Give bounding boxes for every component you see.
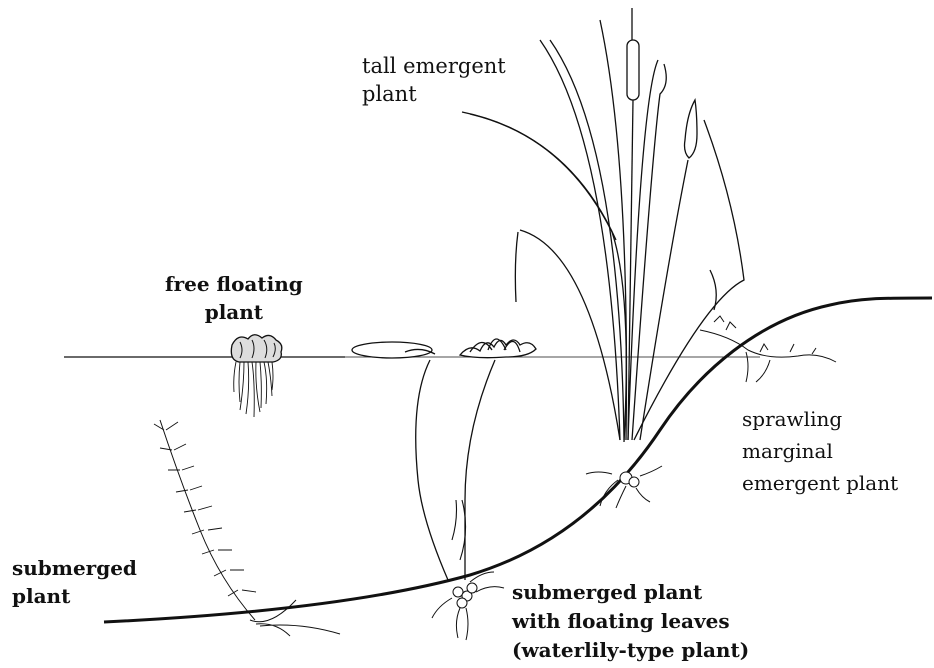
label-submerged-plant: submerged plant [12, 554, 137, 610]
label-tall-emergent-plant: tall emergent plant [362, 52, 506, 108]
label-free-floating-plant: free floating plant [165, 270, 303, 326]
label-line: submerged plant [512, 578, 749, 607]
label-line: plant [362, 80, 506, 108]
label-line: free floating [165, 270, 303, 298]
sprawling-marginal-plant [700, 316, 836, 382]
label-line: (waterlily-type plant) [512, 636, 749, 665]
label-line: plant [165, 298, 303, 326]
label-waterlily-plant: submerged plant with floating leaves (wa… [512, 578, 749, 665]
label-line: with floating leaves [512, 607, 749, 636]
label-line: emergent plant [742, 467, 898, 499]
label-line: submerged [12, 554, 137, 582]
label-sprawling-marginal-plant: sprawling marginal emergent plant [742, 403, 898, 499]
free-floating-plant [231, 335, 282, 417]
label-line: sprawling [742, 403, 898, 435]
label-line: tall emergent [362, 52, 506, 80]
label-line: plant [12, 582, 137, 610]
label-line: marginal [742, 435, 898, 467]
